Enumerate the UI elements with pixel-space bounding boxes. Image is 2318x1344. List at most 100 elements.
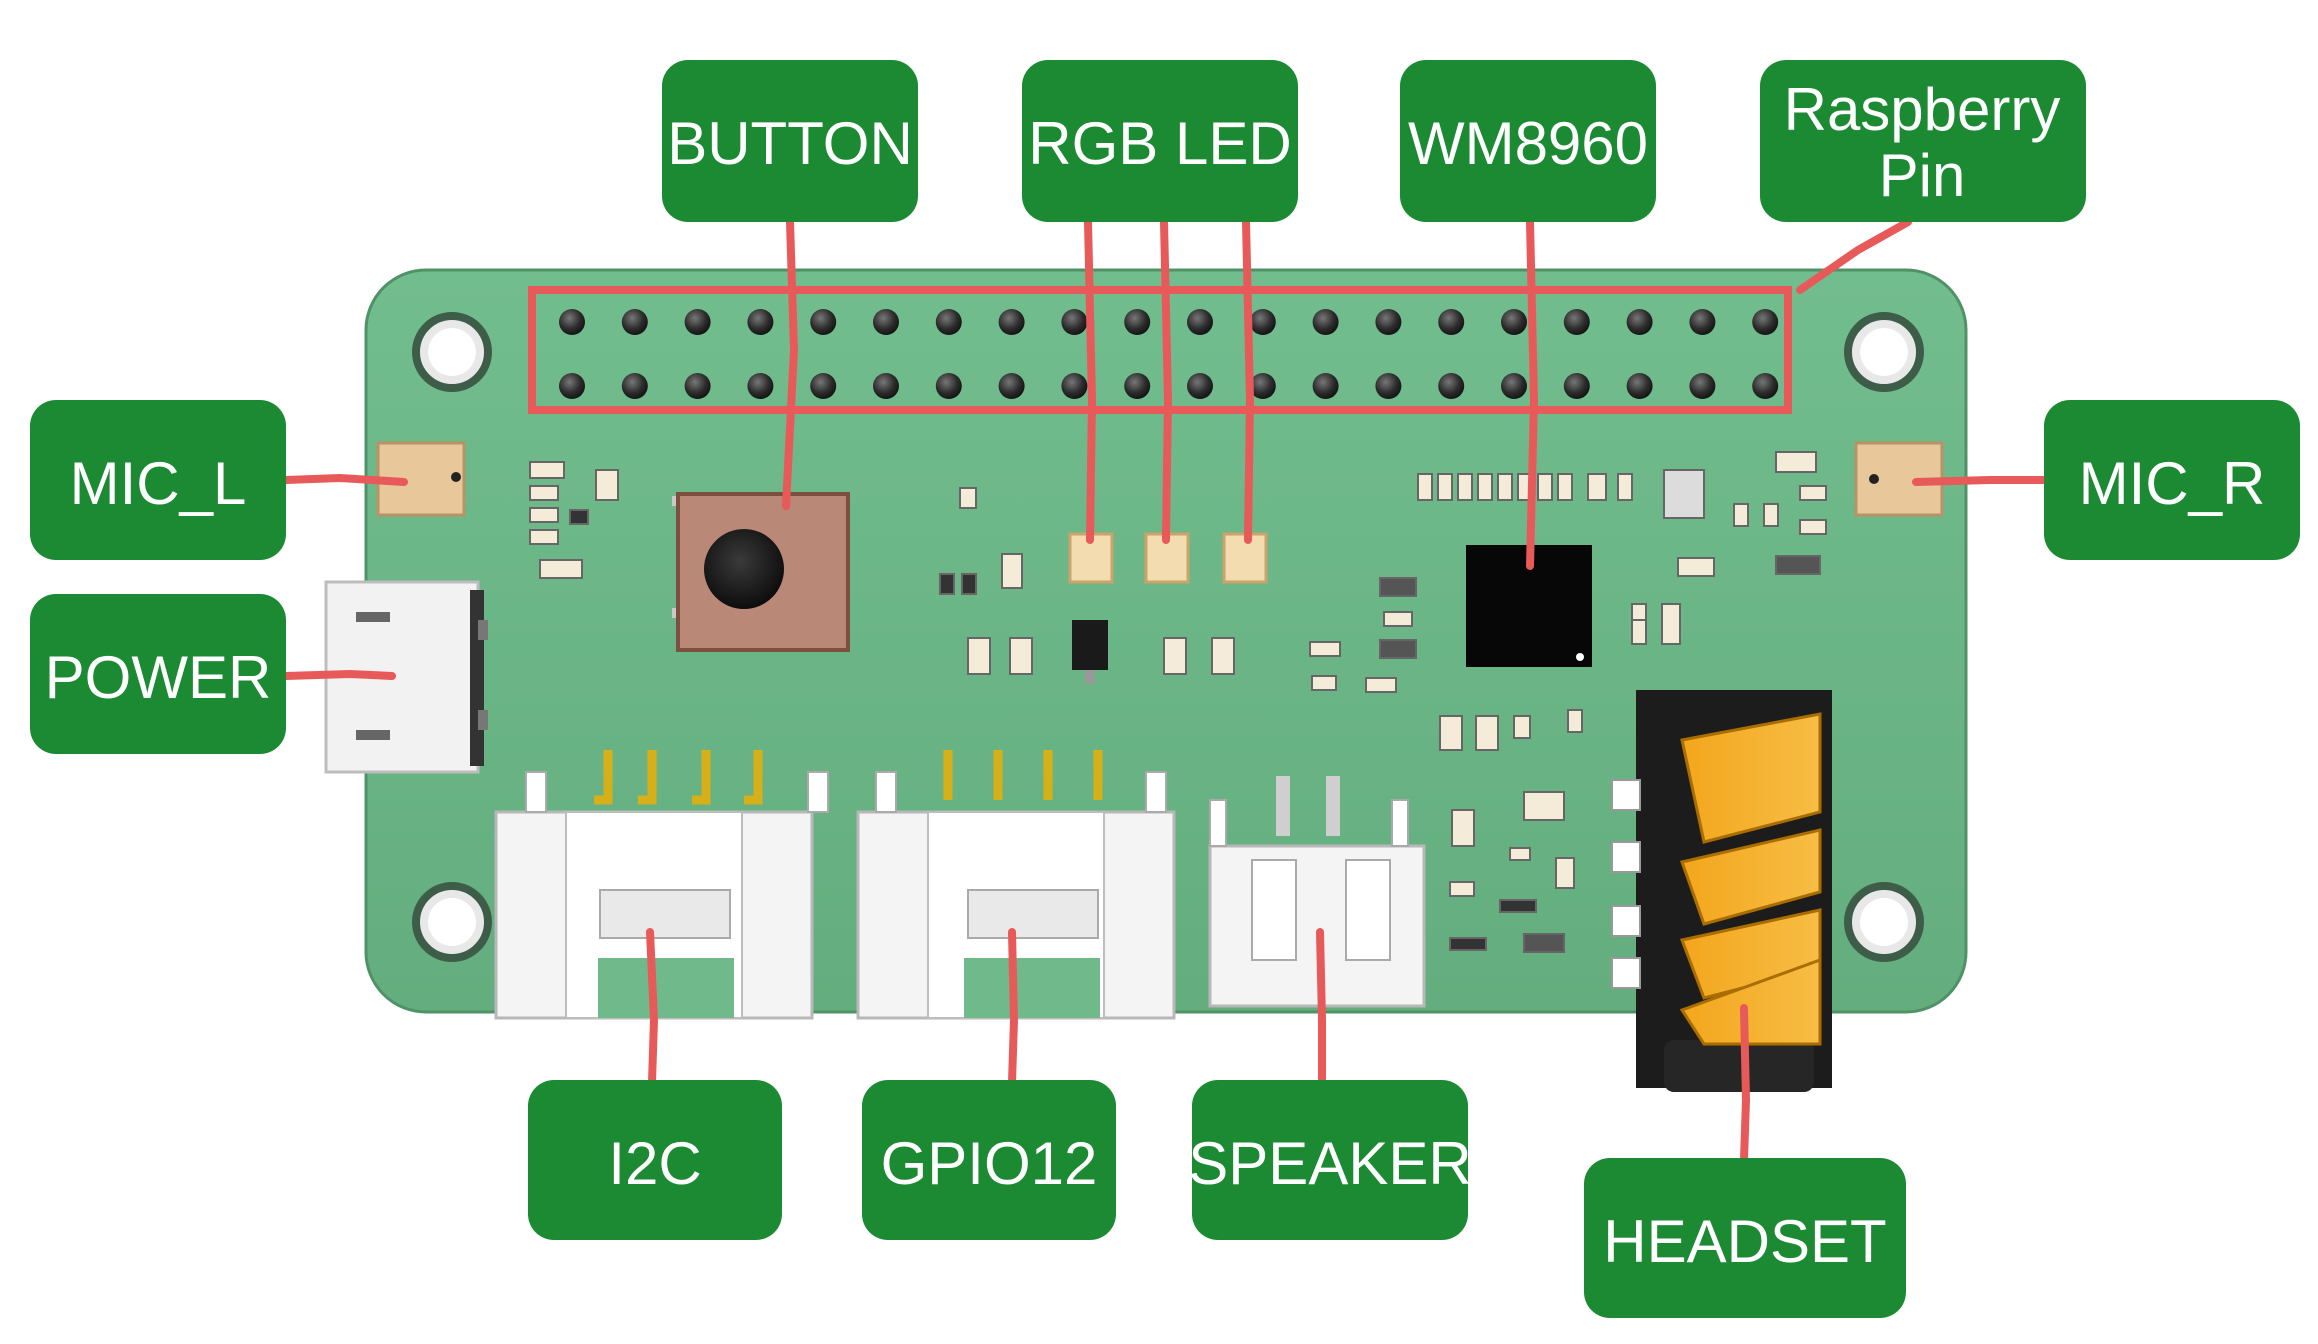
smd-part [967, 637, 991, 675]
smd-part [1523, 933, 1565, 953]
smd-part [1365, 677, 1397, 693]
smd-part [1009, 637, 1033, 675]
leader-line-wm8960 [1526, 218, 1539, 570]
header-pin [1689, 309, 1716, 335]
smd-part [1457, 473, 1473, 501]
label-wm8960-text: WM8960 [1408, 110, 1648, 177]
smd-part [1379, 577, 1417, 597]
header-pin [559, 309, 585, 335]
smd-part [1163, 637, 1187, 675]
pin-header-highlight-box [528, 286, 1792, 414]
mounting-hole-bottom-left [412, 882, 492, 962]
smd-part [1449, 881, 1475, 897]
label-headset: HEADSET [1584, 1158, 1906, 1318]
smd-part [959, 487, 977, 509]
smd-part [529, 507, 559, 523]
header-pin [1187, 373, 1213, 399]
label-mic-r: MIC_R [2044, 400, 2300, 560]
smd-part [1799, 519, 1827, 535]
header-pin [1438, 309, 1465, 335]
label-wm8960: WM8960 [1400, 60, 1656, 222]
transistor [1072, 620, 1108, 684]
leader-line-raspberry-pin [1796, 218, 1912, 294]
smd-part [1379, 639, 1417, 659]
smd-part [1537, 473, 1553, 501]
leader-lines [282, 218, 2048, 1164]
header-pin [1312, 309, 1339, 335]
header-pin [1438, 373, 1465, 399]
label-i2c-text: I2C [608, 1130, 701, 1197]
label-speaker: SPEAKER [1188, 1080, 1472, 1240]
label-mic-l-text: MIC_L [70, 450, 247, 517]
smd-part [1437, 473, 1453, 501]
smd-components [529, 451, 1827, 953]
header-pin [747, 373, 774, 399]
leader-line-rgb-led-1 [1084, 218, 1097, 544]
label-mic-l: MIC_L [30, 400, 286, 560]
smd-part [1513, 715, 1531, 739]
header-pin [684, 309, 711, 335]
header-pin [1124, 309, 1151, 335]
header-pin [1563, 309, 1590, 335]
label-speaker-text: SPEAKER [1188, 1130, 1471, 1197]
header-pin [873, 309, 899, 335]
smd-part [539, 559, 583, 579]
header-pin [1501, 309, 1527, 335]
speaker-connector [1208, 776, 1426, 1008]
header-pin [621, 373, 648, 399]
header-pin [621, 309, 648, 335]
label-raspberry-pin-text-line2: Pin [1879, 142, 1966, 209]
mounting-hole-top-right [1844, 312, 1924, 392]
smd-part [1617, 473, 1633, 501]
mounting-hole-top-left [412, 312, 492, 392]
label-raspberry-pin-text-line1: Raspberry [1784, 76, 2061, 143]
leader-line-gpio12 [1008, 928, 1019, 1086]
header-pin [1689, 373, 1716, 399]
header-pin [1626, 309, 1653, 335]
label-power-text: POWER [45, 644, 272, 711]
header-pin [1375, 309, 1402, 335]
label-gpio12-text: GPIO12 [881, 1130, 1098, 1197]
leader-line-speaker [1316, 928, 1326, 1086]
leader-line-mic-l [282, 473, 408, 486]
header-pin [1375, 373, 1402, 399]
header-pin [998, 373, 1025, 399]
smd-part [529, 529, 559, 545]
label-raspberry-pin: Raspberry Pin [1760, 60, 2086, 222]
smd-part [1799, 485, 1827, 501]
smd-part [1417, 473, 1433, 501]
push-button-component [672, 492, 850, 652]
header-pin [559, 373, 585, 399]
smd-part [1775, 451, 1817, 473]
smd-part [1555, 857, 1575, 889]
raspberry-pin-header [559, 309, 1779, 399]
leader-line-rgb-led-3 [1242, 218, 1255, 544]
label-power: POWER [30, 594, 286, 754]
smd-part [1475, 715, 1499, 751]
smd-part [1587, 473, 1607, 501]
smd-part [1775, 555, 1821, 575]
leader-line-i2c [646, 928, 659, 1086]
header-pin [935, 309, 962, 335]
smd-part [1383, 611, 1413, 627]
mounting-holes [412, 312, 1924, 962]
label-rgb-led: RGB LED [1022, 60, 1298, 222]
headset-jack [1611, 690, 1832, 1092]
header-pin [1501, 373, 1527, 399]
header-pin [1124, 373, 1151, 399]
mounting-hole-bottom-right [1844, 882, 1924, 962]
header-pin [747, 309, 774, 335]
smd-part [1449, 937, 1487, 951]
smd-part [1733, 503, 1749, 527]
label-headset-text: HEADSET [1603, 1208, 1886, 1275]
smd-part [1557, 473, 1573, 501]
header-pin [1061, 373, 1088, 399]
leader-line-mic-r [1912, 476, 2048, 486]
header-pin [1563, 373, 1590, 399]
smd-part [1499, 899, 1537, 913]
smd-part [939, 573, 955, 595]
label-button-text: BUTTON [667, 110, 913, 177]
header-pin [1187, 309, 1213, 335]
smd-part [1661, 603, 1681, 645]
smd-part [569, 509, 589, 525]
